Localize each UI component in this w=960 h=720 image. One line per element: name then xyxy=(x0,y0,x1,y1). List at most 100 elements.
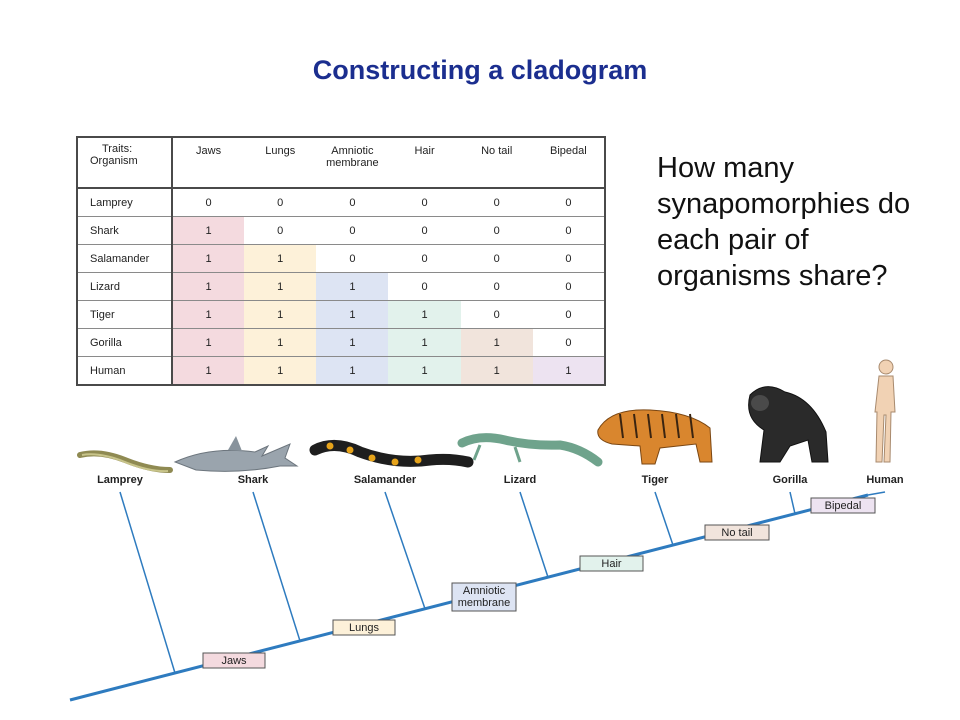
branch-line xyxy=(867,491,886,496)
trait-value-cell: 1 xyxy=(172,328,245,357)
trait-value-cell: 0 xyxy=(460,244,533,273)
trait-value-cell: 1 xyxy=(244,328,317,357)
trait-value-cell: 0 xyxy=(388,216,461,245)
trait-value-cell: 1 xyxy=(172,356,245,386)
trait-box xyxy=(332,619,396,636)
lamprey-icon xyxy=(77,450,173,473)
organism-name: Shark xyxy=(77,216,173,245)
trait-value-cell: 1 xyxy=(172,244,245,273)
trait-header-text: membrane xyxy=(326,157,379,169)
organism-label: Lamprey xyxy=(97,474,144,486)
corner-header: Traits: Organism xyxy=(77,137,173,189)
organism-label: Salamander xyxy=(354,474,417,486)
trait-value-cell: 0 xyxy=(316,216,389,245)
trait-value-cell: 1 xyxy=(316,300,389,329)
trait-box-label: membrane xyxy=(458,597,511,609)
trait-value-cell: 1 xyxy=(388,300,461,329)
trait-header-5: Bipedal xyxy=(532,137,605,189)
organism-label: Tiger xyxy=(642,474,669,486)
trait-value-cell: 0 xyxy=(532,244,605,273)
organism-label: Human xyxy=(866,474,904,486)
trait-box xyxy=(579,555,644,572)
trait-value-cell: 1 xyxy=(172,300,245,329)
trait-value-cell: 0 xyxy=(172,188,245,217)
trait-header-3: Hair xyxy=(388,137,461,189)
trait-value-cell: 1 xyxy=(244,244,317,273)
trait-value-cell: 1 xyxy=(316,272,389,301)
trait-box-label: Bipedal xyxy=(825,500,862,512)
trait-box-label: Jaws xyxy=(221,655,247,667)
trait-value-cell: 1 xyxy=(460,328,533,357)
trait-value-cell: 0 xyxy=(460,272,533,301)
trait-header-0: Jaws xyxy=(172,137,245,189)
trait-box-label: No tail xyxy=(721,527,752,539)
organism-name: Gorilla xyxy=(77,328,173,357)
trait-value-cell: 1 xyxy=(388,356,461,386)
trait-value-cell: 1 xyxy=(388,328,461,357)
organism-name: Tiger xyxy=(77,300,173,329)
corner-header-line1: Traits: xyxy=(102,143,133,155)
trait-value-cell: 1 xyxy=(244,300,317,329)
branch-line xyxy=(654,491,674,546)
gorilla-icon xyxy=(748,386,829,463)
trait-value-cell: 1 xyxy=(460,356,533,386)
organism-name: Human xyxy=(77,356,173,386)
slide-title: Constructing a cladogram xyxy=(312,55,648,85)
trait-value-cell: 0 xyxy=(388,188,461,217)
organism-name: Salamander xyxy=(77,244,173,273)
trait-value-cell: 1 xyxy=(532,356,605,386)
trait-value-cell: 0 xyxy=(460,216,533,245)
trait-value-cell: 1 xyxy=(172,272,245,301)
trait-header-1: Lungs xyxy=(244,137,317,189)
organism-label: Shark xyxy=(238,474,269,486)
trait-box xyxy=(451,582,517,612)
trait-box-label: Lungs xyxy=(349,622,379,634)
trait-box xyxy=(202,652,266,669)
branch-line xyxy=(119,491,176,674)
question-text: How many synapomorphies do each pair of … xyxy=(657,152,911,292)
trait-box-label: Amniotic xyxy=(463,585,506,597)
organism-name: Lizard xyxy=(77,272,173,301)
trait-header-text: No tail xyxy=(481,145,513,157)
trait-value-cell: 0 xyxy=(532,328,605,357)
tiger-icon xyxy=(597,409,713,465)
organism-label: Gorilla xyxy=(773,474,809,486)
trait-value-cell: 0 xyxy=(460,188,533,217)
trait-value-cell: 0 xyxy=(460,300,533,329)
trait-header-text: Jaws xyxy=(196,145,222,157)
trait-value-cell: 0 xyxy=(244,188,317,217)
trait-header-4: No tail xyxy=(460,137,533,189)
trait-value-cell: 0 xyxy=(316,244,389,273)
trait-value-cell: 0 xyxy=(244,216,317,245)
trait-header-text: Bipedal xyxy=(550,145,587,157)
trait-value-cell: 0 xyxy=(316,188,389,217)
trait-box xyxy=(810,497,876,514)
organism-name: Lamprey xyxy=(77,188,173,217)
trait-value-cell: 1 xyxy=(316,356,389,386)
branch-line xyxy=(789,491,796,514)
branch-line xyxy=(384,491,426,610)
trait-value-cell: 0 xyxy=(532,300,605,329)
branch-line xyxy=(252,491,301,642)
trait-value-cell: 1 xyxy=(244,356,317,386)
salamander-icon xyxy=(309,440,474,468)
trait-value-cell: 0 xyxy=(532,188,605,217)
branch-line xyxy=(519,491,549,578)
lizard-icon xyxy=(457,433,603,467)
trait-value-cell: 1 xyxy=(244,272,317,301)
trait-box xyxy=(704,524,770,541)
trait-value-cell: 0 xyxy=(532,216,605,245)
trait-value-cell: 0 xyxy=(388,272,461,301)
shark-icon xyxy=(173,436,299,472)
